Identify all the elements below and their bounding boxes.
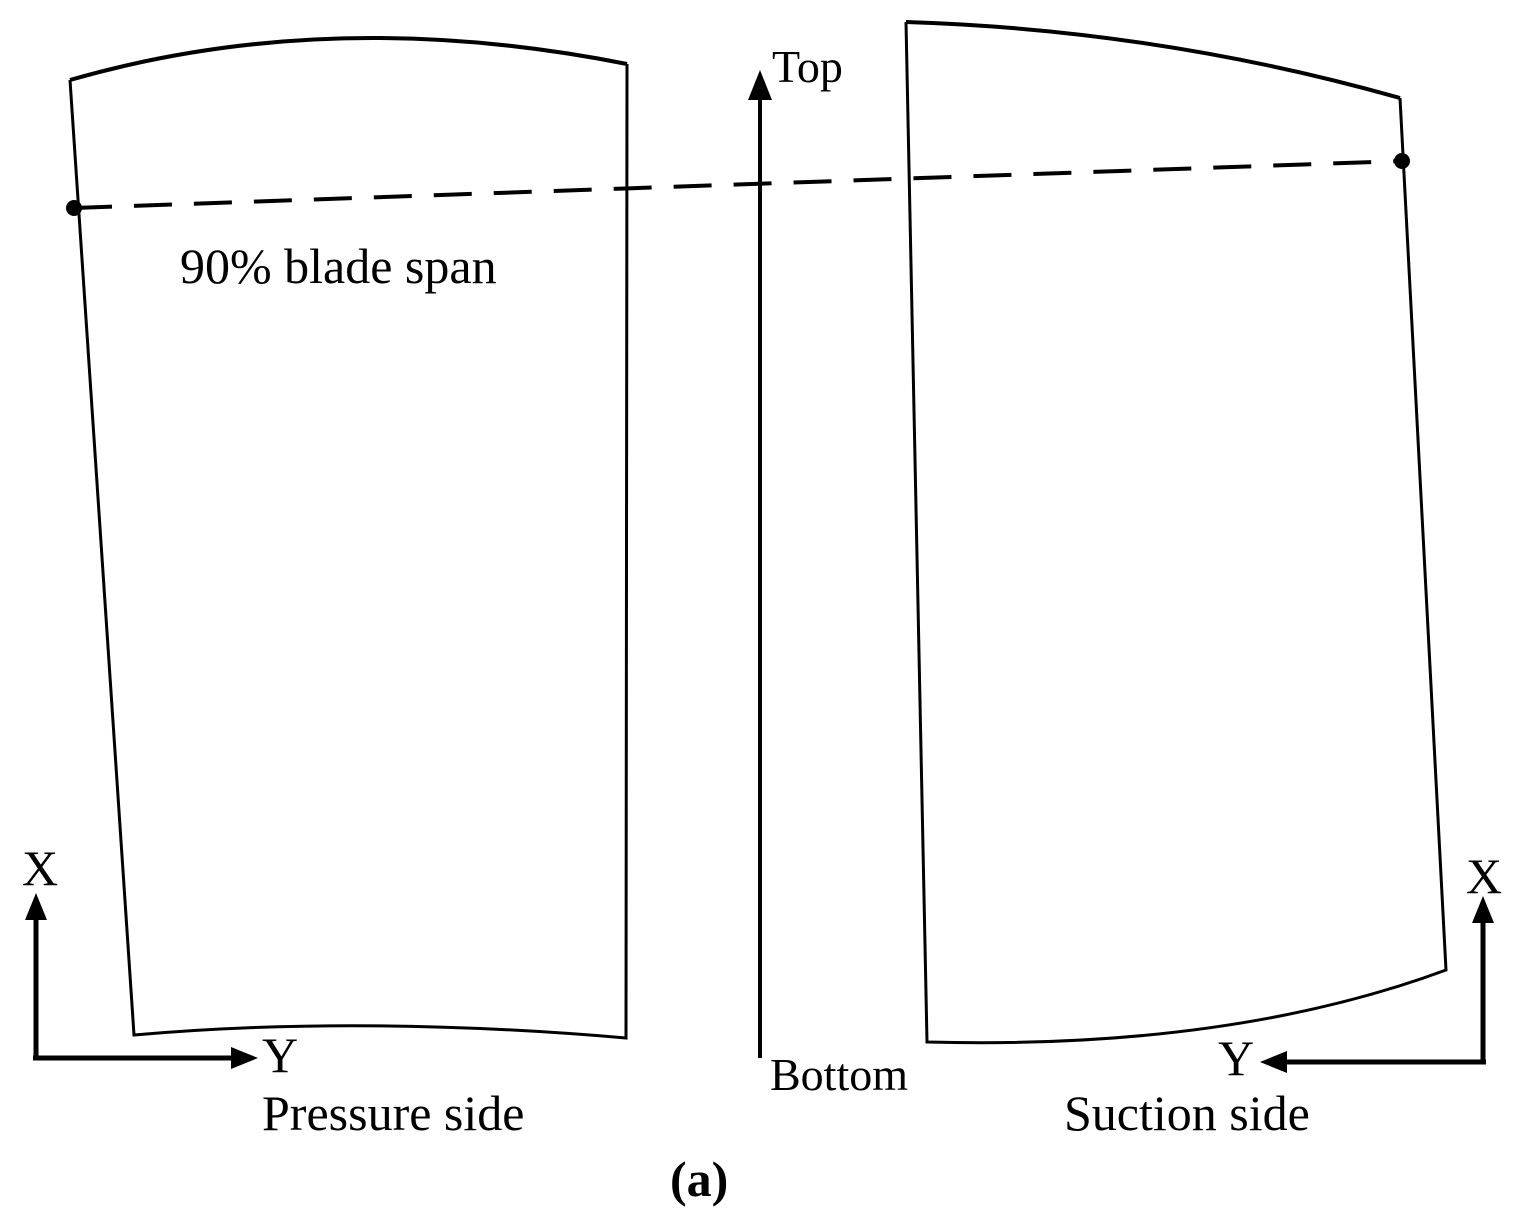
- span-direction-arrowhead: [748, 70, 772, 100]
- right-y-axis-label: Y: [1218, 1030, 1254, 1086]
- pressure-side-label: Pressure side: [262, 1085, 524, 1141]
- span-90-marker-left: [66, 200, 82, 216]
- suction-side-blade: [904, 20, 1448, 1045]
- right-y-axis-arrowhead: [1260, 1051, 1287, 1073]
- suction-blade-outline: [904, 21, 1448, 1045]
- top-label: Top: [772, 41, 843, 92]
- suction-side-label: Suction side: [1064, 1085, 1310, 1141]
- left-x-axis-label: X: [22, 840, 58, 896]
- span-90-marker-right: [1394, 153, 1410, 169]
- pressure-blade-tip-edge: [69, 36, 628, 82]
- span-label: 90% blade span: [180, 238, 497, 294]
- left-y-axis-arrowhead: [231, 1047, 258, 1069]
- right-axes: [1260, 896, 1494, 1073]
- pressure-side-blade: [68, 36, 629, 1040]
- left-y-axis-label: Y: [262, 1027, 298, 1083]
- left-x-axis-arrowhead: [25, 893, 47, 920]
- right-x-axis-label: X: [1466, 848, 1502, 904]
- bottom-label: Bottom: [770, 1049, 908, 1100]
- span-90-dashed-line: [73, 159, 1403, 210]
- left-axes: [25, 893, 258, 1069]
- suction-blade-tip-edge: [905, 20, 1401, 100]
- figure-caption: (a): [670, 1151, 728, 1207]
- right-x-axis-arrowhead: [1472, 896, 1494, 923]
- pressure-blade-outline: [68, 63, 629, 1040]
